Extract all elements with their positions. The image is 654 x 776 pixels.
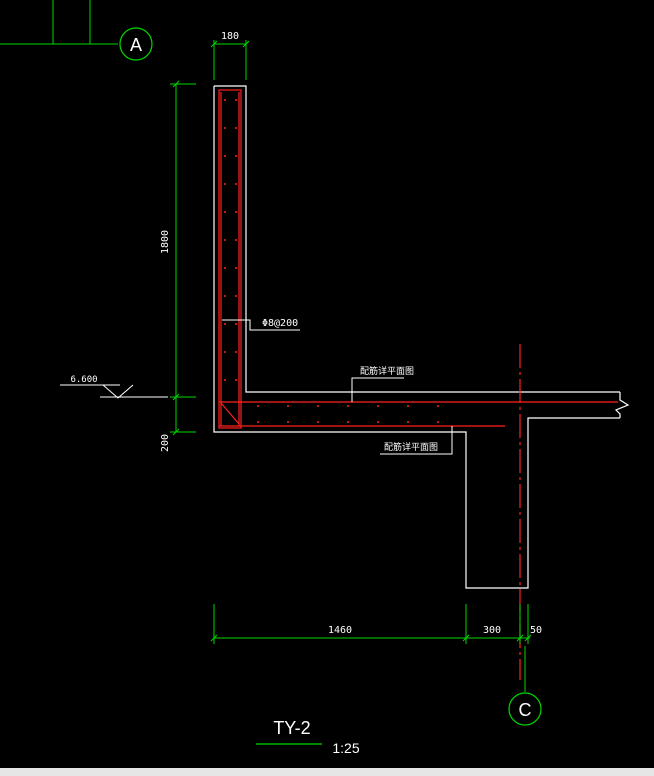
dim-wall-height-label: 1800 (160, 230, 171, 254)
elevation-marker (60, 384, 168, 399)
rebar-dots (224, 99, 439, 423)
elevation-label: 6.600 (70, 375, 97, 385)
dim-wall-thickness-label: 180 (221, 31, 239, 42)
grid-label-a: A (130, 35, 142, 55)
bottom-strip (0, 768, 654, 776)
leader-lines (222, 319, 453, 455)
rebar-spec-label: Φ8@200 (262, 318, 298, 329)
title-scale: 1:25 (332, 740, 359, 756)
note-upper-label: 配筋详平面图 (360, 365, 414, 377)
top-left-geometry (0, 0, 118, 45)
drawing-title: TY-2 1:25 (256, 718, 360, 756)
dim-wall-height (170, 80, 196, 436)
rebar-main (218, 89, 618, 429)
dim-span-mid-label: 300 (483, 625, 501, 636)
dim-span-edge-label: 50 (530, 625, 542, 636)
dim-span-main-label: 1460 (328, 625, 352, 636)
dim-wall-thickness (210, 40, 250, 80)
title-name: TY-2 (273, 718, 310, 738)
grid-bubble-a: A (119, 27, 153, 61)
grid-label-c: C (519, 700, 532, 720)
concrete-outline (213, 85, 630, 589)
grid-bubble-c: C (508, 692, 542, 726)
note-lower-label: 配筋详平面图 (384, 441, 438, 453)
dim-bottom (210, 604, 532, 644)
dim-bottom-slab-label: 200 (160, 434, 171, 452)
